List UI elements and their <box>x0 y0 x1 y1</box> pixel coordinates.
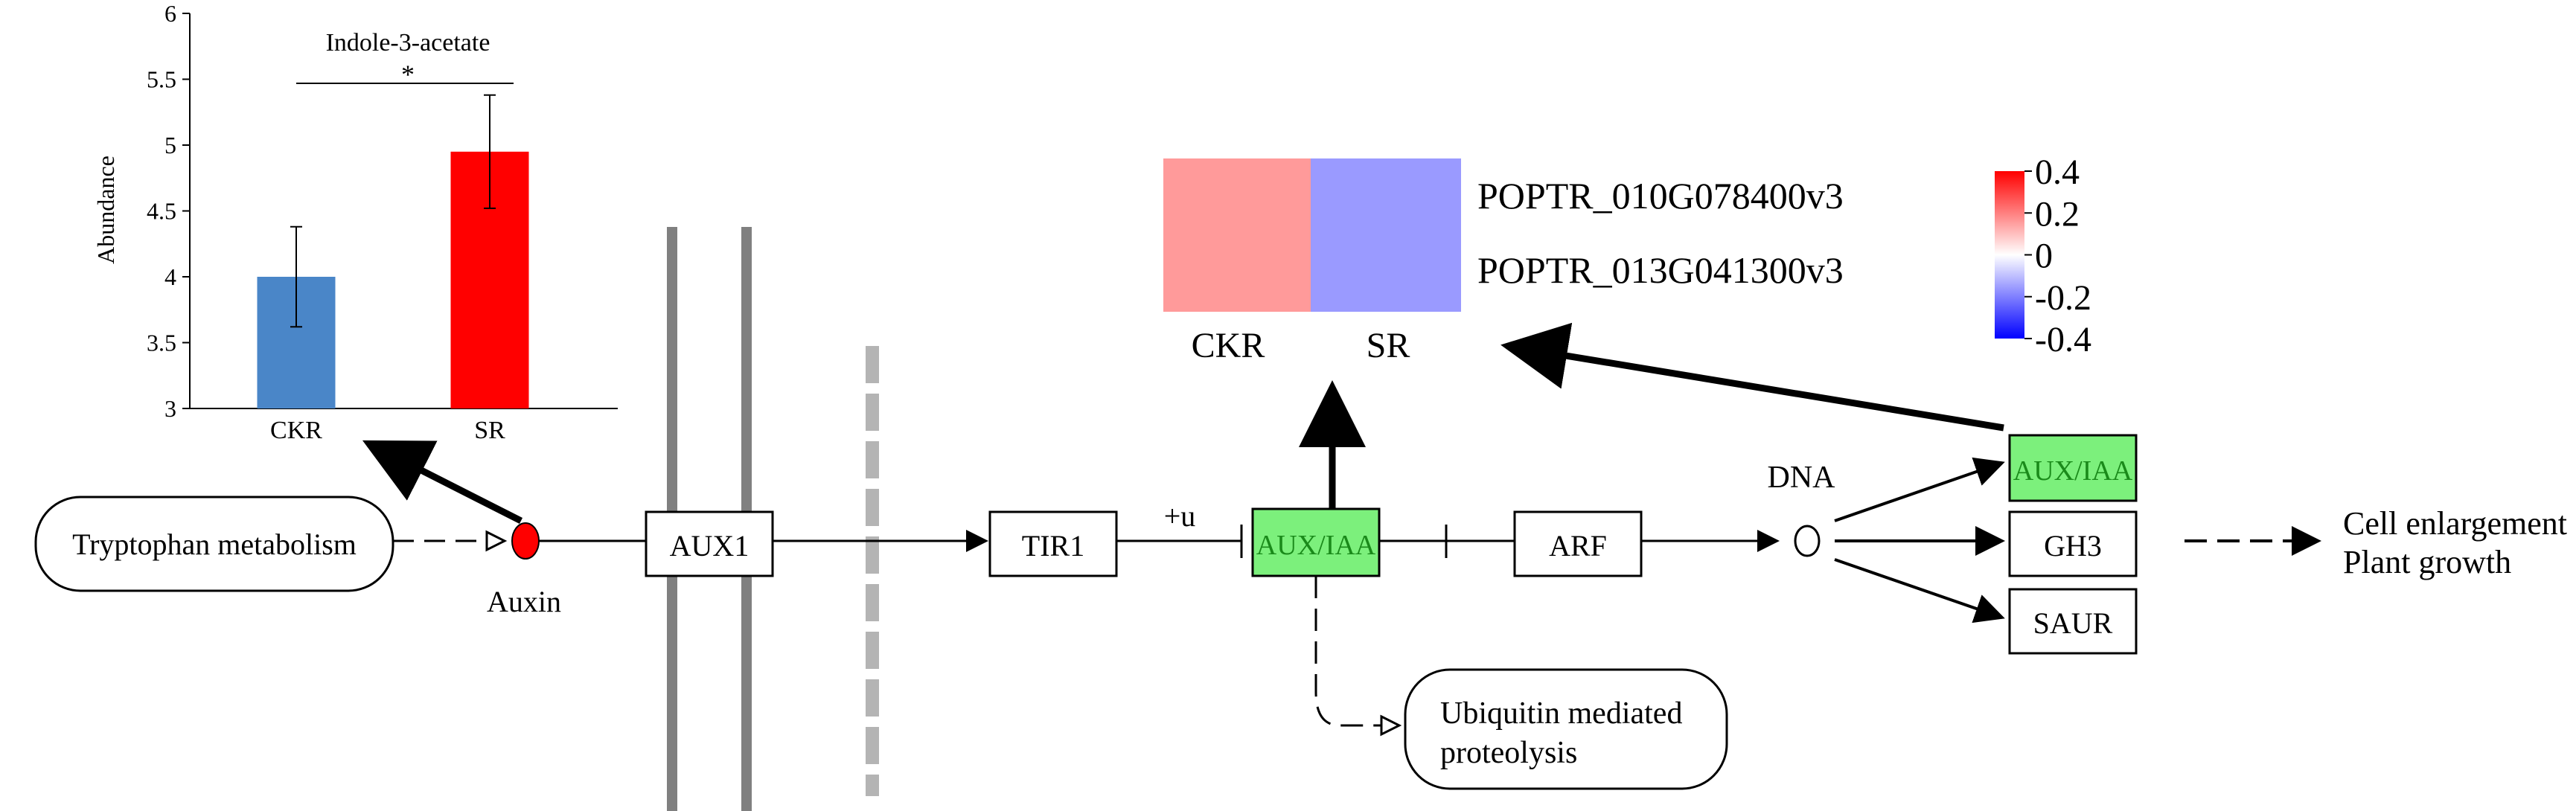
auxiaa-box-target[interactable] <box>2008 434 2138 502</box>
tir1-label: TIR1 <box>1022 529 1084 562</box>
ubiquitin-label-2: proteolysis <box>1440 736 1577 770</box>
tryptophan-metabolism-map[interactable] <box>34 496 394 592</box>
dna-node[interactable] <box>1794 525 1821 557</box>
aux1-label: AUX1 <box>670 529 750 562</box>
gh3-label: GH3 <box>2044 529 2102 562</box>
bar-chart: Indole-3-acetate * Abundance 3 3.5 4 4.5 5 5.… <box>92 0 618 444</box>
color-legend-ticks: 0.40.20-0.2-0.4 <box>2024 153 2091 359</box>
chart-title: Indole-3-acetate <box>326 29 490 57</box>
y-axis-label: Abundance <box>92 156 119 264</box>
x-tick-label-sr: SR <box>474 417 505 444</box>
y-tick-label: 3 <box>164 395 176 422</box>
saur-box[interactable] <box>2008 588 2138 655</box>
auxiaa-to-proteolysis-arrow <box>1314 576 1399 725</box>
legend-tick-label: -0.4 <box>2035 320 2091 359</box>
heatmap-row-1: POPTR_010G078400v3 <box>1477 175 1844 217</box>
ubiquitin-proteolysis-map[interactable] <box>1404 668 1728 790</box>
y-tick-label: 6 <box>164 0 176 27</box>
outcome-line-2: Plant growth <box>2343 544 2511 580</box>
heatmap-cell-ckr <box>1163 158 1311 312</box>
bars <box>257 94 529 408</box>
dna-to-saur-arrow <box>1834 558 2005 624</box>
heatmap-col-ckr: CKR <box>1192 326 1265 365</box>
tryptophan-metabolism-label: Tryptophan metabolism <box>72 528 357 561</box>
heatmap-col-sr: SR <box>1367 326 1410 365</box>
y-tick-label: 5.5 <box>147 66 176 93</box>
aux1-box[interactable] <box>645 510 774 577</box>
auxiaa-box-center[interactable] <box>1251 507 1381 577</box>
heatmap-row-2: POPTR_013G041300v3 <box>1477 249 1844 291</box>
x-tick-labels: CKR SR <box>270 417 505 444</box>
y-tick-label: 3.5 <box>147 330 176 356</box>
gh3-box[interactable] <box>2008 510 2138 577</box>
arf-label: ARF <box>1549 529 1607 562</box>
y-tick-label: 4 <box>164 263 176 290</box>
color-legend-bar <box>1995 171 2024 339</box>
auxin-compound[interactable] <box>511 522 540 560</box>
auxiaa-label-center: AUX/IAA <box>1256 530 1376 561</box>
auxiaa-target-to-heatmap-arrow <box>1500 322 2004 432</box>
auxin-label: Auxin <box>487 585 561 618</box>
dna-to-auxiaa-arrow <box>1834 457 2005 522</box>
x-tick-label-ckr: CKR <box>270 417 322 444</box>
legend-tick-label: 0.2 <box>2035 194 2080 234</box>
heatmap-cell-sr <box>1311 158 1461 312</box>
legend-tick-label: 0.4 <box>2035 153 2080 192</box>
outcome-line-1: Cell enlargement <box>2343 505 2567 542</box>
y-ticks: 3 3.5 4 4.5 5 5.5 6 <box>147 0 190 422</box>
y-tick-label: 4.5 <box>147 198 176 225</box>
pathway-diagram: Tryptophan metabolism Auxin AUX1 TIR1 +u… <box>34 227 2567 811</box>
tir1-box[interactable] <box>988 510 1118 577</box>
dna-label: DNA <box>1768 461 1836 495</box>
heatmap: CKR SR POPTR_010G078400v3 POPTR_013G0413… <box>1163 153 2091 365</box>
arf-box[interactable] <box>1513 510 1643 577</box>
ubiquitination-label: +u <box>1164 499 1196 533</box>
y-tick-label: 5 <box>164 132 176 158</box>
legend-tick-label: 0 <box>2035 237 2053 276</box>
saur-label: SAUR <box>2033 606 2113 640</box>
significance-mark: * <box>401 60 415 89</box>
legend-tick-label: -0.2 <box>2035 278 2091 318</box>
auxiaa-label-target: AUX/IAA <box>2013 455 2133 487</box>
auxin-to-chart-arrow <box>362 440 523 525</box>
ubiquitin-label-1: Ubiquitin mediated <box>1440 696 1682 731</box>
